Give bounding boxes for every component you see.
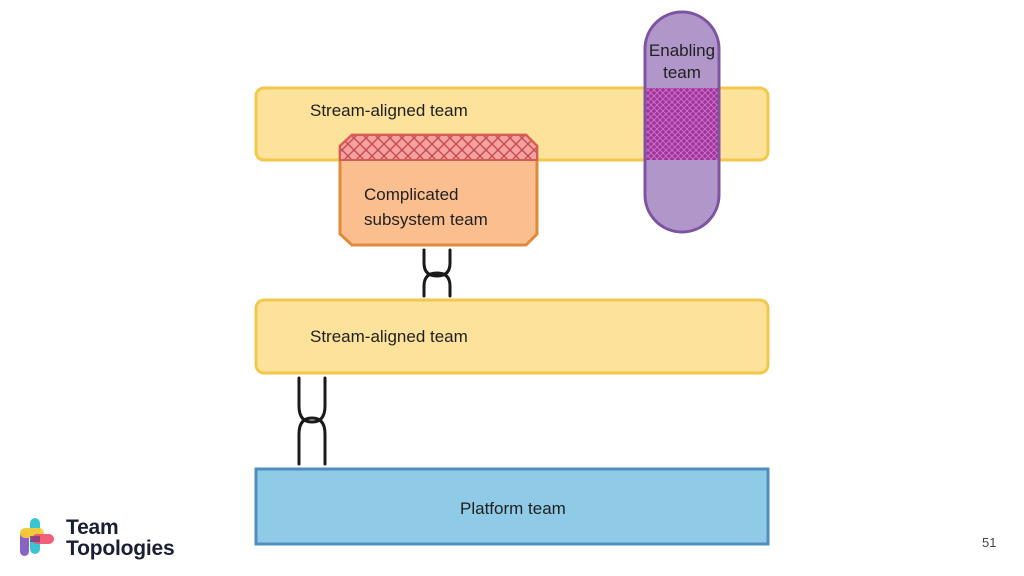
x-as-a-service-connector-icon — [422, 248, 452, 298]
enabling-team-label-line1: Enabling — [649, 41, 715, 60]
logo-wordmark: Team Topologies — [66, 515, 175, 560]
stream-aligned-team-middle-label: Stream-aligned team — [310, 327, 468, 346]
platform-team-label: Platform team — [460, 499, 566, 518]
page-number: 51 — [982, 535, 997, 550]
complicated-subsystem-team: Complicated subsystem team — [338, 133, 539, 247]
enabling-team: Enabling team — [643, 10, 721, 234]
complicated-subsystem-label-line2: subsystem team — [364, 210, 488, 229]
enabling-team-overlap-grid — [646, 88, 718, 160]
stream-aligned-team-middle: Stream-aligned team — [254, 298, 770, 375]
stream-aligned-team-top-label: Stream-aligned team — [310, 101, 468, 120]
logo-line2: Topologies — [66, 537, 175, 560]
enabling-team-label-line2: team — [663, 63, 701, 82]
logo-line1: Team — [66, 515, 119, 539]
team-topologies-logo: Team Topologies — [18, 514, 175, 562]
x-as-a-service-connector-icon — [297, 376, 327, 466]
complicated-subsystem-overlap-hatch — [339, 134, 538, 161]
platform-team: Platform team — [254, 467, 770, 546]
complicated-subsystem-label-line1: Complicated — [364, 185, 459, 204]
team-topologies-logo-icon — [20, 518, 54, 556]
